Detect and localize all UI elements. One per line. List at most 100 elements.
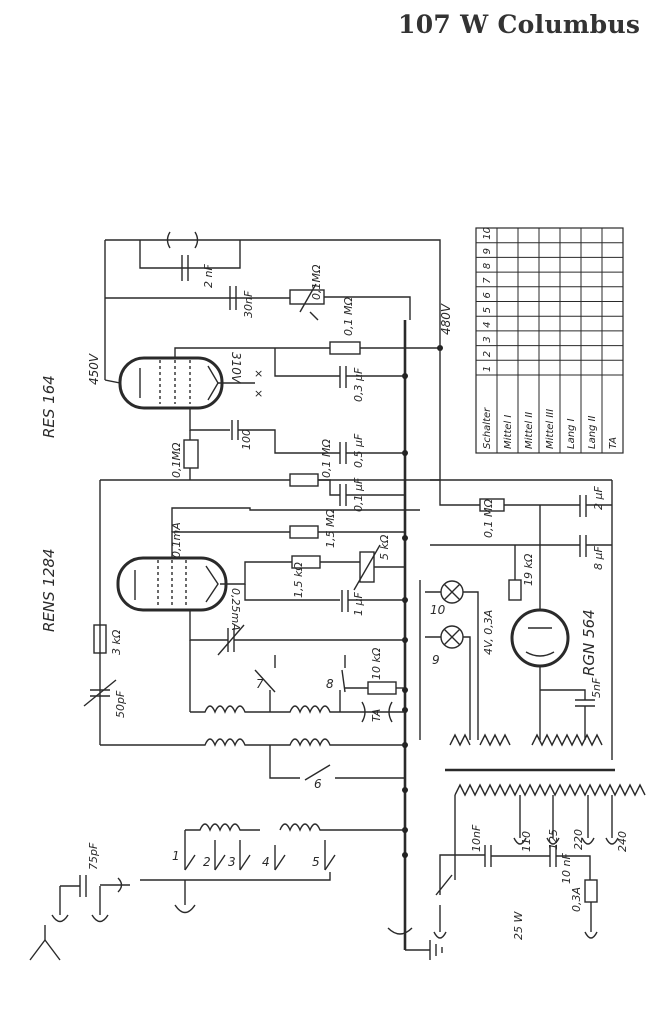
switch-num-2: 2 (203, 855, 211, 869)
switch-num-3: 3 (228, 855, 236, 869)
ta-connector (361, 701, 393, 723)
label-01mohm-a: 0,1 MΩ (342, 297, 355, 336)
label-05uf: 0,5 µF (352, 433, 365, 468)
label-220: 220 (572, 829, 585, 850)
label-75pf: 75pF (87, 842, 100, 870)
switch-table-row-label: TA (608, 437, 619, 449)
switch-table-header: Schalter (482, 407, 493, 449)
antenna-symbol (29, 938, 61, 961)
tube-rgn564 (510, 608, 570, 668)
page-title: 107 W Columbus (398, 10, 641, 39)
label-30nf: 30nF (242, 290, 255, 318)
ground-symbol (387, 927, 443, 960)
label-01mohm-pot: 0,1MΩ (310, 264, 323, 300)
label-5kohm: 5 kΩ (378, 534, 391, 560)
label-110: 110 (520, 831, 533, 852)
label-10kohm: 10 kΩ (370, 647, 383, 680)
capacitor-75pf (79, 875, 87, 897)
switch-table-number: 9 (482, 248, 493, 254)
transformer-primary (454, 783, 646, 797)
coil-row-2 (100, 738, 405, 747)
label-50pf: 50pF (114, 690, 127, 718)
label-10nf: 10nF (470, 824, 483, 852)
svg-text:×: × (254, 387, 263, 400)
switch-num-4: 4 (262, 855, 270, 869)
transformer-secondary (449, 733, 603, 747)
label-310v: 310V (229, 352, 243, 384)
fuse-03a (584, 879, 598, 903)
label-240: 240 (616, 831, 629, 852)
switch-table-number: 4 (482, 322, 493, 328)
switch-num-1: 1 (172, 849, 180, 863)
capacitor-100 (231, 420, 239, 440)
label-15mohm: 1,5 MΩ (324, 509, 337, 548)
resistor-10kohm (367, 681, 397, 695)
switch-table-number: 2 (482, 351, 493, 357)
switch-table-number: 6 (482, 292, 493, 298)
capacitor-5nf (575, 699, 595, 707)
label-01mohm-b: 0,1 MΩ (320, 439, 333, 478)
label-01ma: 0,1mA (170, 522, 183, 558)
resistor-01mohm-grid (183, 439, 199, 469)
coil-row-3 (185, 823, 405, 832)
switch-table-number: 7 (482, 277, 493, 284)
label-1uf: 1 µF (352, 592, 365, 616)
label-025ma: 0,25mA (229, 588, 242, 631)
label-2uf: 2 µF (592, 486, 605, 510)
pilot-lamps (419, 580, 479, 740)
switch-table-number: 8 (482, 263, 493, 269)
resistor-19kohm (508, 579, 522, 601)
capacitor-8uf (579, 535, 587, 557)
tube-res164 (118, 356, 224, 410)
capacitor-03uf (339, 366, 347, 388)
tube-label-rens1284: RENS 1284 (40, 548, 58, 632)
switch-table-row-label: Mittel III (545, 409, 556, 449)
label-100: 100 (240, 429, 253, 450)
switch-table-row-label: Lang I (566, 418, 577, 449)
label-01mohm-c: 0,1 MΩ (482, 499, 495, 538)
label-450v: 450V (87, 353, 101, 385)
label-01mohm-grid: 0,1MΩ (170, 442, 183, 478)
label-fuse: 0,3A (570, 887, 583, 912)
switch-table-row-label: Mittel II (524, 412, 535, 449)
capacitor-2uf (579, 495, 587, 517)
capacitor-1uf (341, 590, 349, 612)
switch-num-8: 8 (326, 677, 334, 691)
resistor-15mohm (289, 525, 319, 539)
switch-table-row-label: Mittel I (503, 415, 514, 449)
label-19kohm: 19 kΩ (522, 553, 535, 586)
label-3kohm: 3 kΩ (110, 629, 123, 655)
switch-table-number: 10 (482, 227, 493, 240)
label-2nf: 2 nF (202, 264, 215, 288)
label-25w: 25 W (512, 911, 525, 940)
label-5nf: 5nF (590, 677, 603, 698)
label-lamp: 4V, 0,3A (482, 610, 495, 655)
switch-num-9: 9 (432, 653, 440, 667)
switch-num-6: 6 (314, 777, 322, 791)
tube-label-res164: RES 164 (40, 375, 58, 438)
label-125: 125 (547, 829, 560, 850)
capacitor-05uf (339, 442, 347, 464)
capacitor-30nf (229, 286, 237, 310)
resistor-01mohm-b (289, 473, 319, 487)
trimmer-capacitor-50pf (83, 679, 117, 707)
resistor-3kohm (93, 624, 107, 654)
switch-table-number: 3 (482, 336, 493, 342)
label-15kohm: 1,5 kΩ (292, 562, 305, 598)
capacitor-2nf (181, 255, 189, 281)
label-10nf-b: 10 nF (560, 853, 573, 884)
switch-num-5: 5 (312, 855, 320, 869)
label-01uf: 0,1 µF (352, 477, 365, 512)
switch-num-7: 7 (256, 677, 264, 691)
label-480v: 480V (439, 303, 453, 335)
capacitor-01uf (339, 484, 347, 506)
coil-row-1 (190, 705, 405, 714)
switch-table-number: 1 (482, 366, 493, 372)
label-ta: TA (370, 709, 383, 722)
label-8uf: 8 µF (592, 546, 605, 570)
switch-num-10: 10 (430, 603, 446, 617)
svg-text:×: × (254, 367, 263, 380)
top-wire (105, 239, 441, 345)
